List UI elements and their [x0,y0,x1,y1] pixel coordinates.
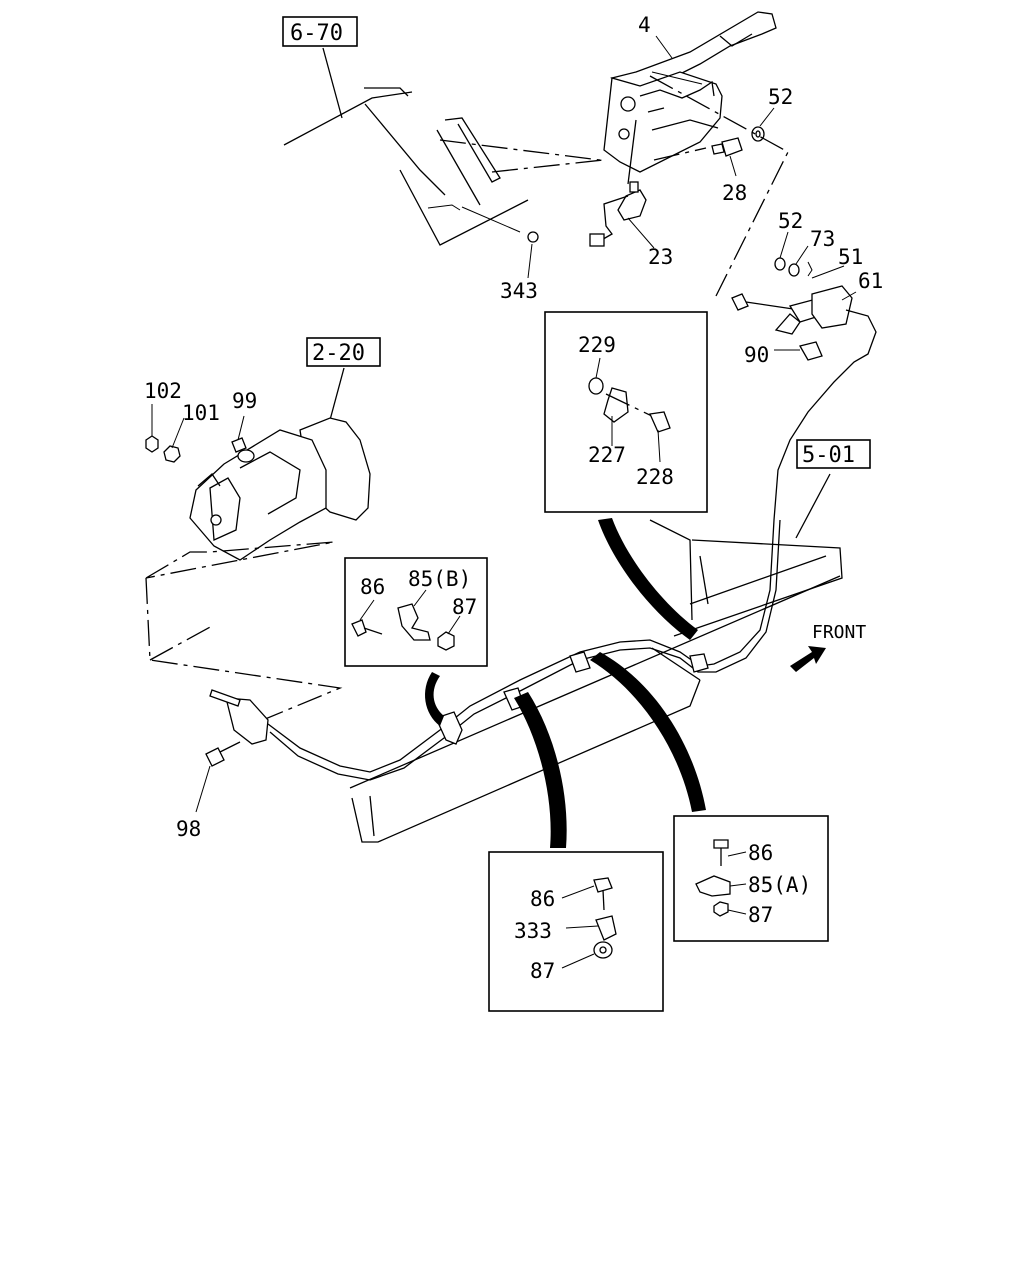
floor-panel [283,47,604,246]
callout-lower-right [590,652,706,812]
ref-box-5-01[interactable]: 5-01 [796,439,871,469]
washer-52 [751,126,765,142]
svg-text:5-01: 5-01 [802,443,855,468]
brake-cable [209,519,781,781]
label-51: 51 [838,245,863,269]
label-85-b: 85(B) [408,567,471,591]
label-23: 23 [648,245,673,269]
svg-text:2-20: 2-20 [312,341,365,366]
inset-box-left [344,557,488,667]
label-86-b: 86 [360,575,385,599]
inset-box-lower-mid [488,851,664,1012]
label-102: 102 [144,379,182,403]
transmission [189,367,371,561]
label-87-a: 87 [748,903,773,927]
front-arrow-icon [790,646,826,672]
brake-switch [589,181,647,247]
label-52-upper: 52 [768,85,793,109]
label-85-a: 85(A) [748,873,811,897]
svg-text:6-70: 6-70 [290,21,343,46]
inset-box-lower-right [673,815,829,942]
label-98: 98 [176,817,201,841]
transmission-dash-box [145,541,343,723]
label-227: 227 [588,443,626,467]
ref-box-6-70[interactable]: 6-70 [282,16,358,47]
front-indicator: FRONT [790,622,866,672]
label-87-c: 87 [530,959,555,983]
callout-lower-mid [514,692,567,848]
label-229: 229 [578,333,616,357]
svg-text:FRONT: FRONT [812,622,866,643]
callout-upper [598,518,698,640]
label-343: 343 [500,279,538,303]
label-333: 333 [514,919,552,943]
leader-lines [151,35,857,969]
label-28: 28 [722,181,747,205]
label-101: 101 [182,401,220,425]
label-61: 61 [858,269,883,293]
nut-101 [163,445,181,463]
label-90: 90 [744,343,769,367]
part-labels: 4 52 28 23 343 52 73 51 61 90 229 227 22… [144,13,883,983]
label-86-a: 86 [748,841,773,865]
label-87-b: 87 [452,595,477,619]
label-73: 73 [810,227,835,251]
inset-box-upper [544,311,708,513]
lever-dash-lines [649,75,789,297]
label-86-c: 86 [530,887,555,911]
chassis-frame [349,473,843,843]
bolt-28 [711,137,743,157]
label-228: 228 [636,465,674,489]
label-4: 4 [638,13,651,37]
nut-102 [145,435,159,453]
callout-left [425,672,444,726]
label-99: 99 [232,389,257,413]
bolt-98 [205,741,241,767]
ref-box-2-20[interactable]: 2-20 [306,337,381,367]
parking-brake-lever [603,11,777,185]
label-52-lower: 52 [778,209,803,233]
cable-end-assembly [731,257,877,521]
